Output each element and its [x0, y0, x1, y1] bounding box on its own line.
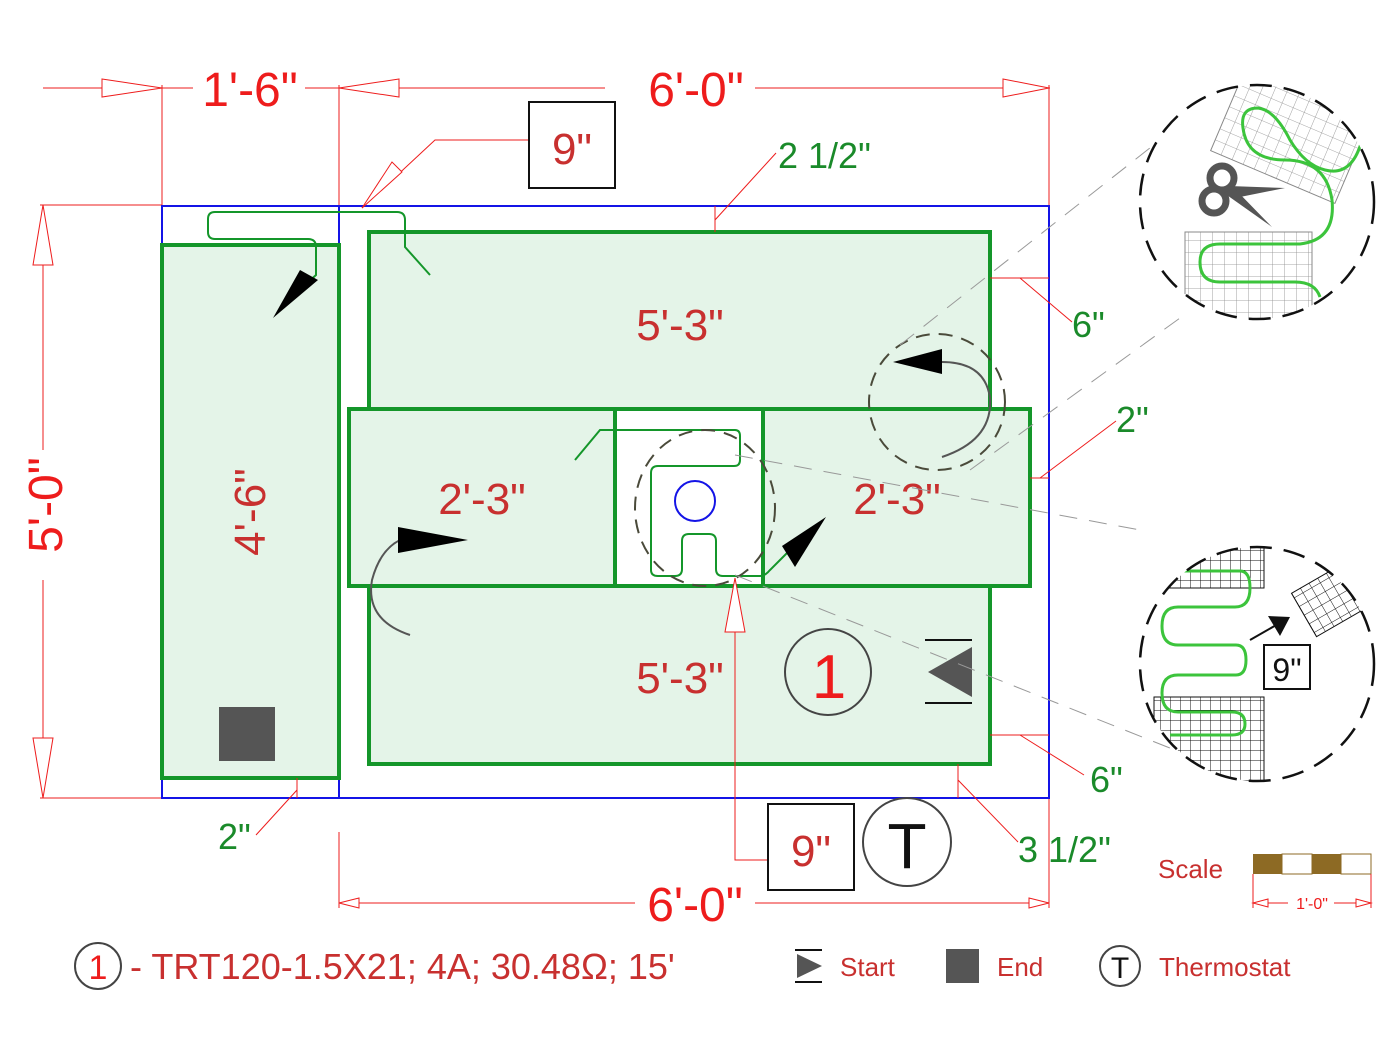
detail-projection-lines: [734, 139, 1201, 761]
thermostat-marker: T: [862, 797, 952, 887]
dim-bg: [20, 450, 66, 580]
drain-icon: [674, 480, 716, 522]
dimension-gap-bottom: 3 1/2": [1018, 829, 1111, 870]
thermostat-symbol: T: [887, 810, 926, 882]
callout-bottom-value: 9": [791, 827, 831, 876]
mat-middle-left: [347, 407, 617, 588]
scissors-icon: [1198, 162, 1285, 227]
mat-label-left-strip: 4'-6": [226, 468, 275, 556]
dimension-gap-right-middle: 2": [1116, 399, 1149, 440]
dimension-bottom-main: 6'-0": [647, 879, 743, 932]
dim-bg: [635, 876, 755, 926]
mat-bottom-lower: [367, 584, 992, 766]
legend-thermostat-symbol: T: [1111, 952, 1129, 985]
turn-detail-circles: [634, 333, 1006, 587]
mat-middle-right: [761, 407, 1032, 588]
detail-turn-mat: 9": [1138, 545, 1376, 783]
legend: 1 - TRT120-1.5X21; 4A; 30.48Ω; 15' Start…: [74, 942, 1291, 990]
legend-circuit-number: 1: [89, 949, 108, 987]
top-dimension-line: [43, 78, 1050, 205]
direction-arrow-icon: [398, 527, 468, 553]
rotate-arrow-icon: [1268, 616, 1290, 636]
end-marker: [219, 707, 275, 761]
mat-label-middle-left: 2'-3": [438, 475, 526, 524]
circuit-number: 1: [812, 643, 846, 712]
scale-length: 1'-0": [1296, 896, 1328, 913]
dimension-overall-height: 5'-0": [20, 457, 73, 553]
dimension-gap-right-bottom: 6": [1090, 759, 1123, 800]
mat-left-strip: [160, 243, 341, 780]
legend-end-icon: [946, 949, 979, 983]
direction-arrows: [273, 270, 992, 636]
mat-label-top-upper: 5'-3": [636, 301, 724, 350]
start-marker: [925, 639, 972, 704]
mats: [160, 230, 1032, 780]
gap-leaders: [255, 152, 1117, 843]
dimension-gap-top: 2 1/2": [778, 135, 871, 176]
legend-end-label: End: [997, 952, 1043, 982]
heating-cable: [207, 211, 791, 577]
direction-arrow-icon: [782, 517, 826, 567]
dimension-top-left: 1'-6": [202, 64, 298, 117]
dim-bg: [605, 60, 755, 110]
legend-thermostat-icon: [1099, 945, 1141, 987]
mat-label-middle-right: 2'-3": [853, 475, 941, 524]
callout-top-value: 9": [552, 125, 592, 174]
circuit-marker: 1: [784, 628, 872, 716]
dimension-top-main: 6'-0": [648, 64, 744, 117]
direction-arrow-icon: [893, 349, 942, 374]
scale-bar: Scale 1'-0": [1158, 853, 1373, 913]
callout-top: 9": [361, 101, 616, 209]
direction-arrow-icon: [273, 270, 318, 318]
callout-bottom: 9": [724, 577, 855, 891]
legend-circuit-spec: - TRT120-1.5X21; 4A; 30.48Ω; 15': [130, 946, 675, 987]
mat-label-bottom-lower: 5'-3": [636, 654, 724, 703]
legend-start-icon: [795, 949, 822, 983]
dimension-gap-right-top: 6": [1072, 304, 1105, 345]
dim-bg: [193, 60, 305, 110]
scale-label: Scale: [1158, 854, 1223, 884]
legend-thermostat-label: Thermostat: [1159, 952, 1291, 982]
dimension-gap-left-bottom: 2": [218, 816, 251, 857]
mat-middle-center-cutout: [613, 407, 765, 588]
detail-spacing-value: 9": [1272, 652, 1301, 688]
detail-cut-mat: [1138, 83, 1376, 321]
legend-start-label: Start: [840, 952, 896, 982]
